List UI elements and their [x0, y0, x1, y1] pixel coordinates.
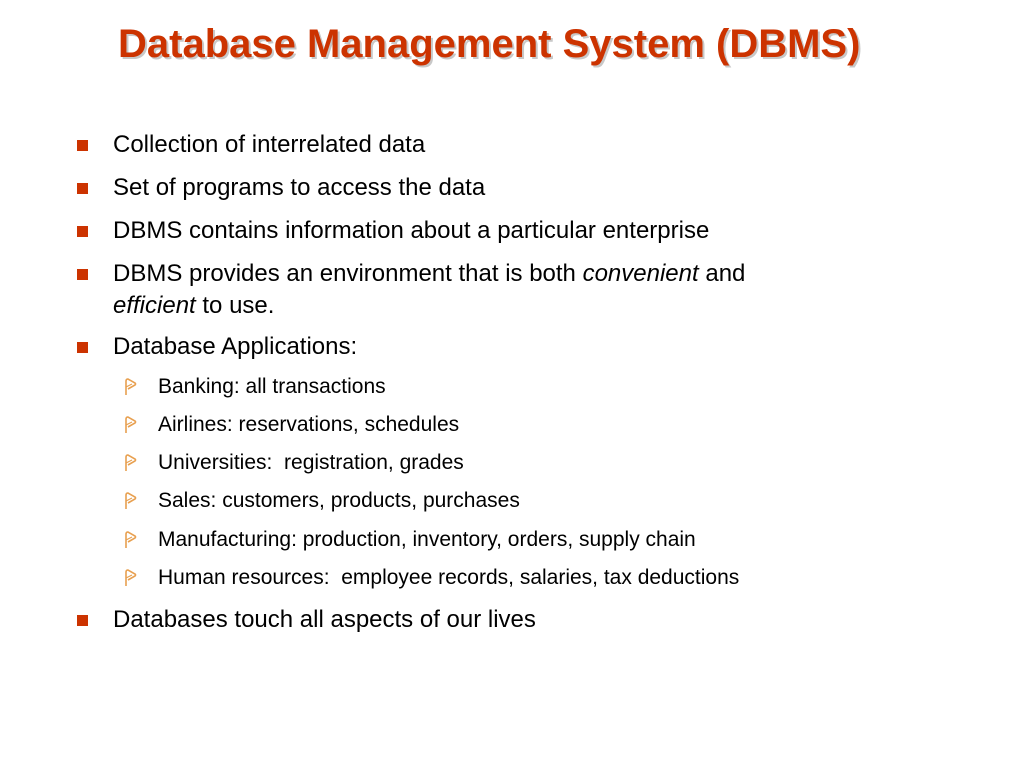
leaf-bullet-icon	[125, 531, 137, 548]
sub-bullet-text: Banking: all transactions	[158, 375, 386, 398]
square-bullet-icon	[77, 342, 88, 353]
leaf-bullet-icon	[125, 416, 137, 433]
leaf-bullet-icon	[125, 454, 137, 471]
sub-bullet-text: Sales: customers, products, purchases	[158, 489, 520, 512]
bullet-text-italic: convenient	[582, 260, 699, 287]
sub-bullet-text: Universities: registration, grades	[158, 451, 464, 474]
square-bullet-icon	[77, 269, 88, 280]
bullet-text: Databases touch all aspects of our lives	[113, 606, 536, 633]
bullet-text: Database Applications:	[113, 333, 358, 360]
bullet-text: DBMS contains information about a partic…	[113, 217, 710, 244]
bullet-text: DBMS provides an environment that is bot…	[113, 258, 913, 322]
bullet-text-part: to use.	[195, 292, 275, 319]
square-bullet-icon	[77, 183, 88, 194]
bullet-text-italic: efficient	[113, 292, 196, 319]
bullet-text-part: DBMS provides an environment that is bot…	[113, 260, 583, 287]
bullet-text-part: and	[698, 260, 746, 287]
leaf-bullet-icon	[125, 492, 137, 509]
bullet-text: Set of programs to access the data	[113, 174, 486, 201]
slide-title: Database Management System (DBMS)	[118, 22, 861, 66]
sub-bullet-text: Human resources: employee records, salar…	[158, 566, 740, 589]
bullet-text: Collection of interrelated data	[113, 131, 426, 158]
sub-bullet-text: Manufacturing: production, inventory, or…	[158, 528, 696, 551]
square-bullet-icon	[77, 615, 88, 626]
square-bullet-icon	[77, 226, 88, 237]
square-bullet-icon	[77, 140, 88, 151]
leaf-bullet-icon	[125, 378, 137, 395]
leaf-bullet-icon	[125, 569, 137, 586]
sub-bullet-text: Airlines: reservations, schedules	[158, 413, 460, 436]
